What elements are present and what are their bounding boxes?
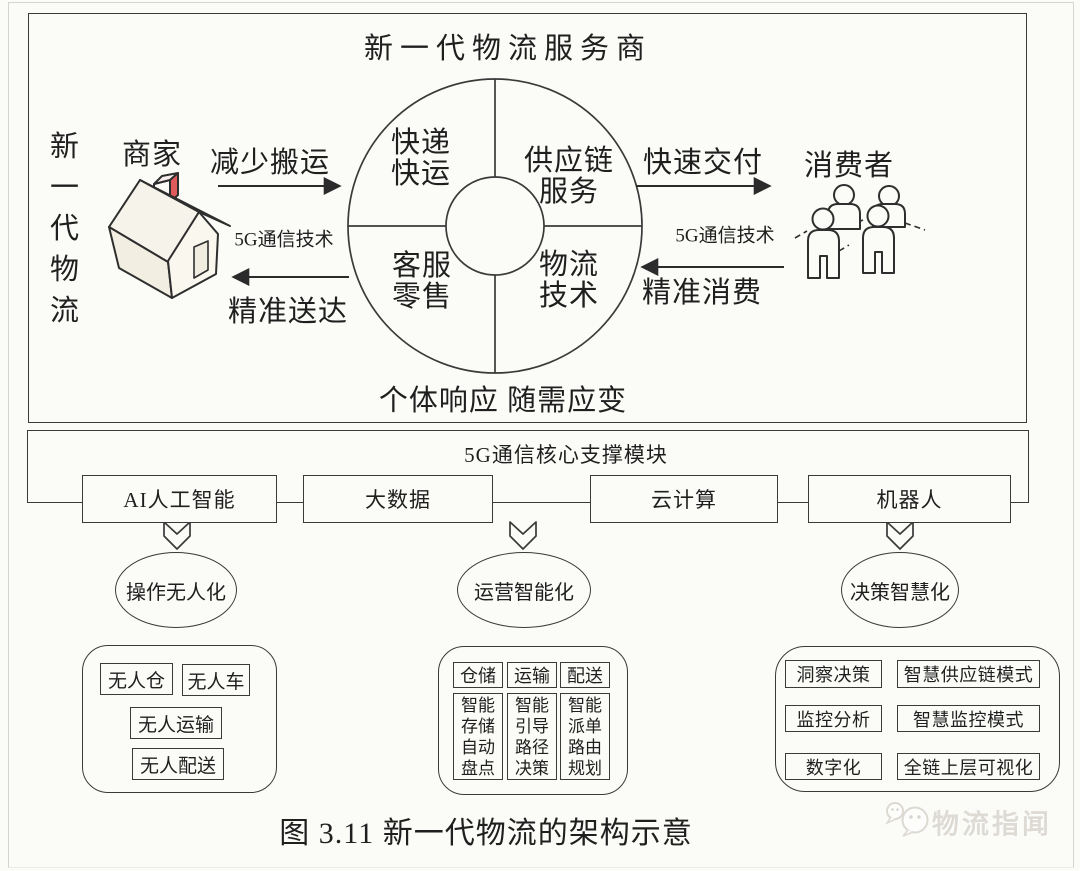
right-5g-label: 5G通信技术 [675, 225, 775, 247]
arrow-label-reduce-handling: 减少搬运 [209, 147, 331, 179]
watermark-text: 物流指闻 [932, 809, 1052, 840]
cell-line: 路径 [515, 737, 549, 757]
decision-box-digitalization: 数字化 [785, 753, 882, 780]
house-icon [108, 172, 231, 299]
module-box-robot: 机器人 [808, 475, 1011, 523]
cell-line: 存储 [461, 716, 495, 736]
figure-caption: 图 3.11 新一代物流的架构示意 [279, 817, 693, 850]
decision-box-insight: 洞察决策 [785, 660, 882, 688]
quadrant-line: 客服 [391, 250, 453, 282]
quadrant-line: 供应链 [523, 145, 615, 177]
cell-line: 规划 [568, 758, 602, 778]
service-wheel-icon [347, 78, 643, 374]
capability-ellipse-unmanned-operation: 操作无人化 [115, 552, 237, 628]
cell-line: 盘点 [461, 758, 495, 778]
cell-line: 派单 [568, 716, 602, 736]
consumer-label: 消费者 [803, 150, 895, 182]
smart-ops-cell-routing: 智能 引导 路径 决策 [507, 693, 557, 780]
cell-line: 引导 [515, 716, 549, 736]
arrow-label-fast-delivery: 快速交付 [642, 147, 764, 179]
merchant-label: 商家 [121, 139, 183, 171]
arrow-label-precise-consumption: 精准消费 [641, 277, 763, 309]
chevron-down-icon [886, 521, 914, 550]
provider-section-box [28, 13, 1027, 423]
quadrant-line: 服务 [538, 176, 600, 208]
decision-box-chain-visibility: 全链上层可视化 [897, 753, 1040, 780]
provider-title: 新一代物流服务商 [363, 33, 653, 65]
unmanned-transport-box: 无人运输 [130, 707, 222, 739]
flow-arrows [218, 177, 784, 286]
chevron-down-icon [163, 521, 191, 550]
wheel-slogan: 个体响应 随需应变 [378, 385, 628, 417]
decision-box-smart-supply-chain: 智慧供应链模式 [897, 660, 1040, 688]
page-frame [8, 2, 1074, 868]
support-module-title: 5G通信核心支撑模块 [464, 443, 668, 467]
module-box-big-data: 大数据 [303, 475, 493, 523]
capability-ellipse-smart-decision: 决策智慧化 [841, 552, 959, 628]
cell-line: 路由 [568, 737, 602, 757]
cell-line: 决策 [515, 758, 549, 778]
wheel-quadrant-retail: 客服 零售 [392, 251, 452, 313]
quadrant-line: 技术 [538, 280, 600, 312]
vertical-label-char: 新 [49, 131, 81, 163]
smart-ops-cell-dispatch: 智能 派单 路由 规划 [560, 693, 610, 780]
smart-ops-cell-storage: 智能 存储 自动 盘点 [453, 693, 503, 780]
unmanned-vehicle-box: 无人车 [182, 664, 250, 696]
wheel-quadrant-supply-chain: 供应链 服务 [524, 146, 614, 208]
quadrant-line: 物流 [538, 249, 600, 281]
wheel-quadrant-logistics-tech: 物流 技术 [539, 250, 599, 312]
quadrant-line: 快运 [390, 158, 452, 190]
consumers-icon [794, 184, 926, 279]
unmanned-delivery-box: 无人配送 [132, 748, 224, 780]
cell-line: 自动 [461, 737, 495, 757]
smart-ops-header-delivery: 配送 [560, 662, 610, 688]
smart-ops-header-transport: 运输 [507, 662, 557, 688]
module-box-cloud: 云计算 [590, 475, 778, 523]
vertical-label-char: 一 [49, 172, 81, 204]
module-box-ai: AI人工智能 [82, 475, 277, 523]
cell-line: 智能 [568, 695, 602, 715]
vertical-label-char: 流 [49, 295, 81, 327]
capability-ellipse-intelligent-operation: 运营智能化 [457, 552, 591, 628]
cell-line: 智能 [515, 695, 549, 715]
support-module-box [27, 430, 1029, 503]
vertical-label-char: 代 [49, 213, 81, 245]
vertical-label-char: 物 [49, 254, 81, 286]
smart-ops-header-warehouse: 仓储 [453, 662, 503, 688]
chevron-down-icon [509, 521, 537, 550]
quadrant-line: 快递 [390, 127, 452, 159]
wechat-icon [884, 802, 929, 837]
decision-box-monitoring-analysis: 监控分析 [785, 705, 882, 732]
wheel-quadrant-express: 快递 快运 [391, 128, 451, 190]
left-5g-label: 5G通信技术 [234, 229, 334, 251]
cell-line: 智能 [461, 695, 495, 715]
chevron-down-icons [163, 521, 914, 550]
unmanned-warehouse-box: 无人仓 [100, 663, 173, 695]
arrow-label-precise-delivery: 精准送达 [227, 296, 349, 328]
decision-box-smart-monitoring: 智慧监控模式 [897, 705, 1040, 732]
quadrant-line: 零售 [391, 281, 453, 313]
